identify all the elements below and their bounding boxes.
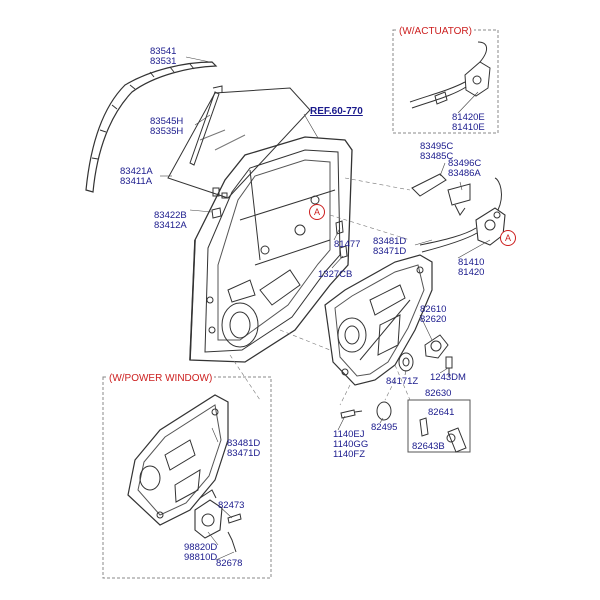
- grommet: [398, 352, 414, 372]
- label-82641: 82641: [428, 407, 455, 418]
- handle-cap-82643: [446, 427, 467, 453]
- screw-82678: [227, 531, 237, 553]
- screw-82473: [227, 513, 242, 524]
- holder-83422: [211, 207, 222, 219]
- screw-1327: [339, 245, 348, 259]
- sash-channel: [189, 85, 223, 166]
- label-82630: 82630: [425, 388, 452, 399]
- power-window-regulator: [127, 394, 229, 526]
- lock-bracket: [411, 173, 471, 216]
- actuator-box-title: (W/ACTUATOR): [397, 26, 474, 37]
- ref-link[interactable]: REF.60-770: [310, 106, 363, 117]
- bolt-1243: [445, 356, 453, 376]
- regulator-motor: [424, 334, 449, 359]
- run-channel: [85, 61, 218, 193]
- bolt-1140: [340, 409, 363, 419]
- door-frame: [189, 136, 353, 363]
- projection-lines: [229, 177, 411, 406]
- plug-82495: [376, 401, 392, 421]
- marker-a-latch: A: [500, 230, 516, 246]
- label-84171z: 84171Z: [386, 376, 419, 387]
- leader-lines: [160, 56, 491, 561]
- handle-clip-82641: [419, 417, 429, 437]
- power-window-box: [102, 376, 272, 579]
- door-latch: [419, 177, 506, 253]
- label-82678: 82678: [216, 558, 243, 569]
- door-module-panel: [324, 254, 433, 386]
- label-1327cb: 1327CB: [318, 269, 353, 280]
- marker-a-frame: A: [309, 204, 325, 220]
- label-82473: 82473: [218, 500, 245, 511]
- label-82643b: 82643B: [412, 441, 445, 452]
- power-window-box-title: (W/POWER WINDOW): [107, 373, 215, 384]
- label-1243dm: 1243DM: [430, 372, 466, 383]
- actuator-latch: [409, 41, 491, 109]
- label-82495: 82495: [371, 422, 398, 433]
- power-window-motor: [194, 489, 223, 539]
- label-81477: 81477: [334, 239, 361, 250]
- clip-81477: [335, 220, 344, 235]
- handle-parts-box: [407, 399, 471, 453]
- door-glass: [167, 87, 311, 199]
